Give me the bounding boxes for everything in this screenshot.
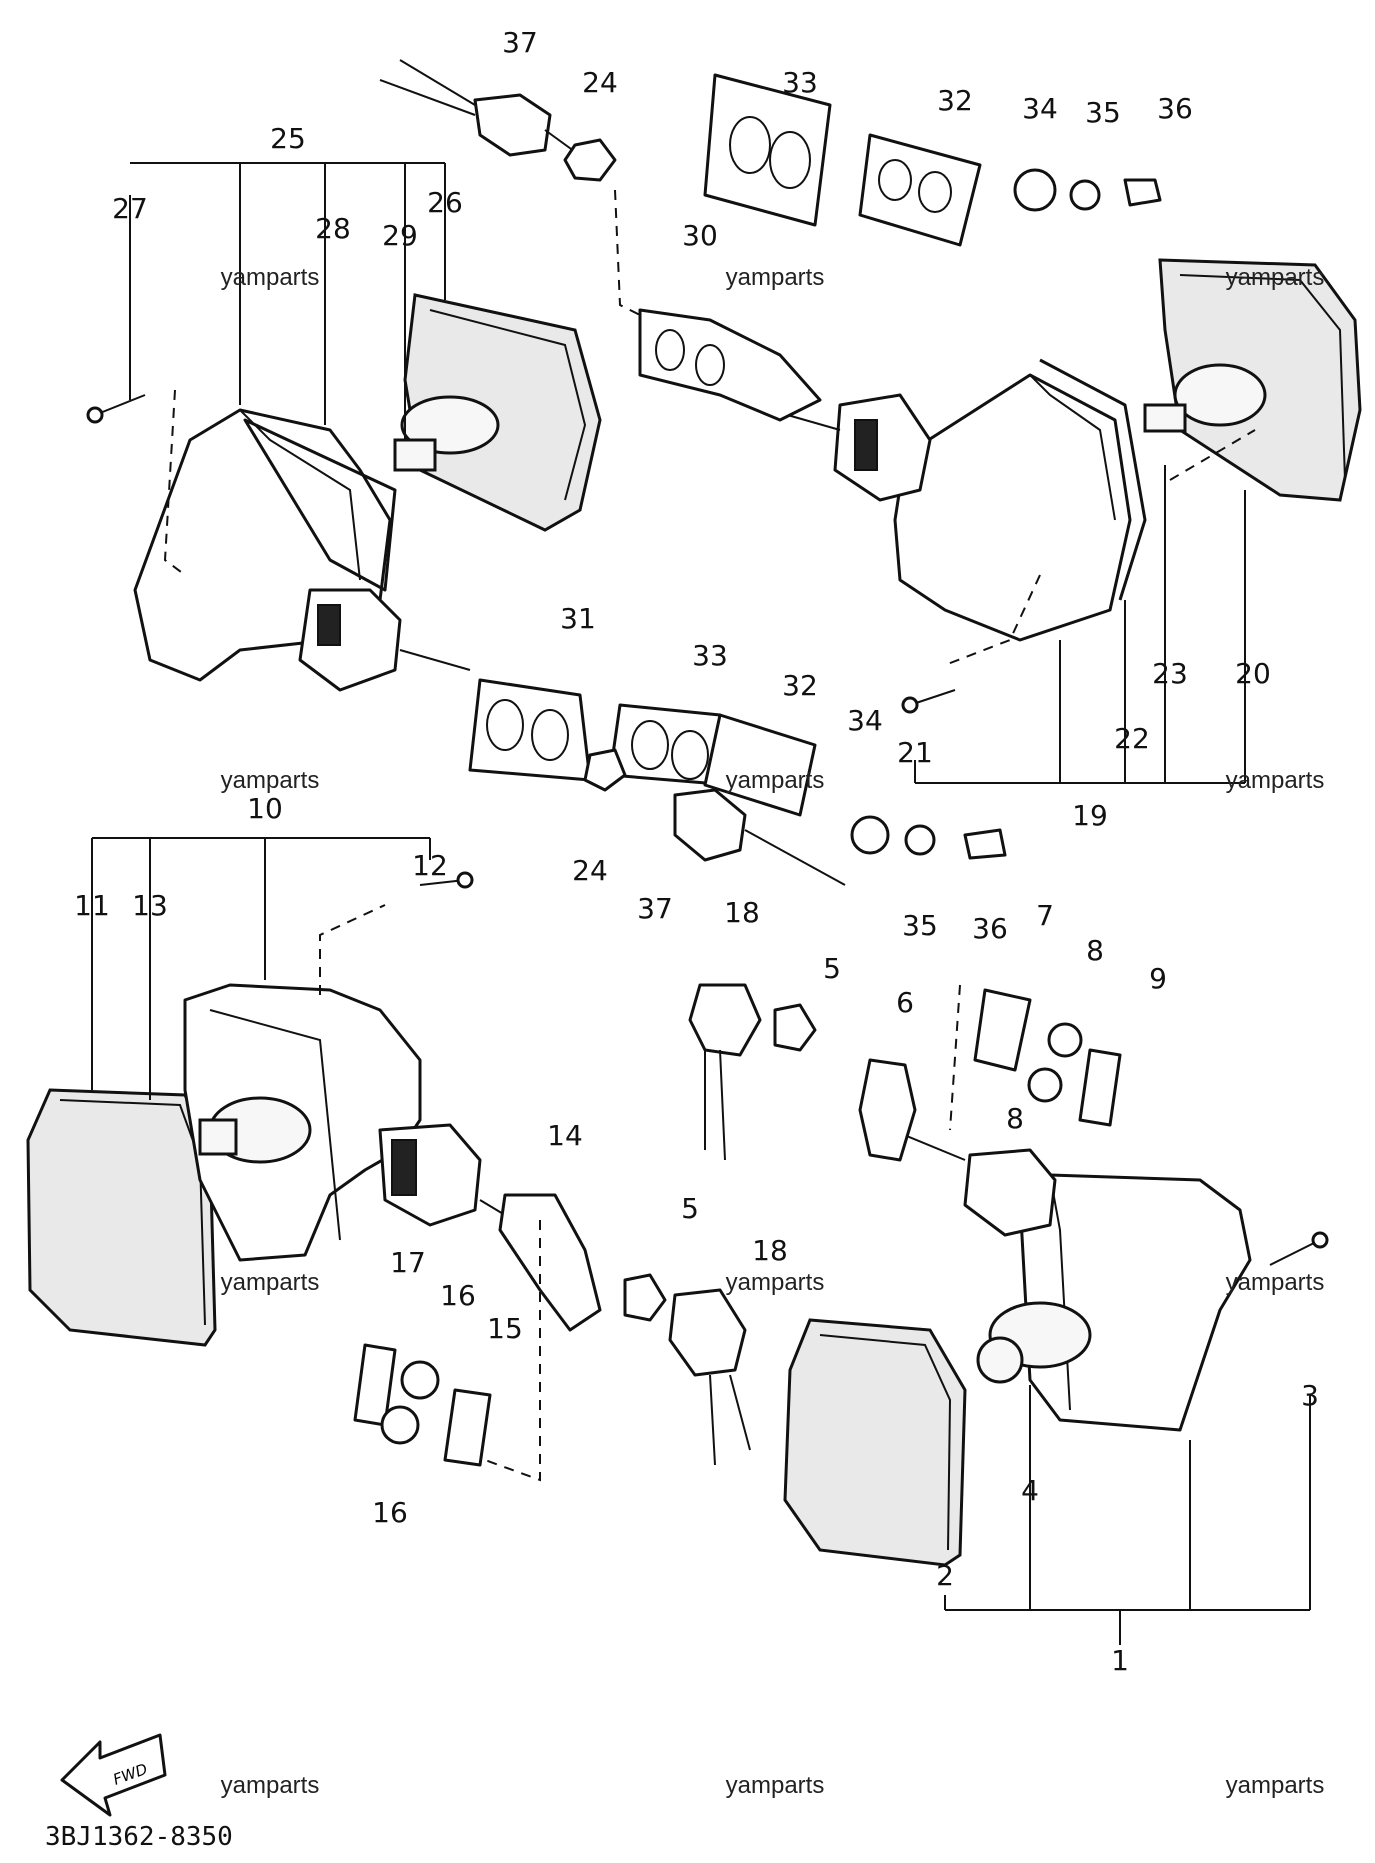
callout-3: 3 [1301,1379,1319,1412]
callout-20: 20 [1235,657,1271,690]
leader-lines [91,162,1311,1645]
callout-5b: 5 [681,1192,699,1225]
callout-31: 31 [560,602,596,635]
callout-15: 15 [487,1312,523,1345]
callout-34-mid: 34 [847,704,883,737]
callout-2: 2 [936,1559,954,1592]
callout-4: 4 [1021,1474,1039,1507]
callout-35-mid: 35 [902,909,938,942]
callout-30: 30 [682,219,718,252]
callout-19: 19 [1072,799,1108,832]
callout-13: 13 [132,889,168,922]
callout-32-mid: 32 [782,669,818,702]
watermark: yamparts [1226,1269,1325,1296]
watermark: yamparts [221,1269,320,1296]
callout-11: 11 [74,889,110,922]
watermark: yamparts [726,1269,825,1296]
callout-9: 9 [1149,962,1167,995]
watermark: yamparts [221,1772,320,1799]
callout-1: 1 [1111,1644,1129,1677]
callout-21: 21 [897,736,933,769]
watermark: yamparts [726,767,825,794]
callout-26: 26 [427,186,463,219]
watermark: yamparts [1226,264,1325,291]
callout-28: 28 [315,212,351,245]
watermark: yamparts [1226,767,1325,794]
callout-33-mid: 33 [692,639,728,672]
callout-14: 14 [547,1119,583,1152]
watermarks: yamparts yamparts yamparts yamparts yamp… [221,264,1325,1799]
callout-8b: 8 [1006,1102,1024,1135]
callout-17: 17 [390,1246,426,1279]
turn-signal-assembly-front-right [783,1124,1329,1567]
callout-18b: 18 [752,1234,788,1267]
callout-34: 34 [1022,92,1058,125]
diagram-code: 3BJ1362-8350 [45,1822,233,1852]
callout-23: 23 [1152,657,1188,690]
callout-36-mid: 36 [972,912,1008,945]
turn-signal-assembly-front-left [26,871,581,1347]
callout-37: 37 [502,26,538,59]
callout-8: 8 [1086,934,1104,967]
callout-35: 35 [1085,96,1121,129]
turn-signal-assembly-rear-right [769,258,1362,714]
watermark: yamparts [221,767,320,794]
callout-18: 18 [724,896,760,929]
callout-7: 7 [1036,899,1054,932]
callout-12: 12 [412,849,448,882]
watermark: yamparts [1226,1772,1325,1799]
watermark: yamparts [221,264,320,291]
turn-signal-assembly-rear-left [86,293,602,692]
callout-33: 33 [782,66,818,99]
callout-32: 32 [937,84,973,117]
callout-22: 22 [1114,722,1150,755]
watermark: yamparts [726,264,825,291]
callout-25: 25 [270,122,306,155]
forward-arrow-icon: FWD [60,1733,167,1817]
watermark: yamparts [726,1772,825,1799]
callout-24: 24 [582,66,618,99]
callout-labels: 37 24 33 32 34 35 36 25 27 28 29 26 30 3… [74,26,1319,1677]
callout-24-mid: 24 [572,854,608,887]
callout-16b: 16 [372,1496,408,1529]
callout-29: 29 [382,219,418,252]
callout-36: 36 [1157,92,1193,125]
callout-5: 5 [823,952,841,985]
callout-27: 27 [112,192,148,225]
callout-37-mid: 37 [637,892,673,925]
callout-6: 6 [896,986,914,1019]
small-parts: FWD [60,59,1162,1817]
callout-10: 10 [247,792,283,825]
callout-16: 16 [440,1279,476,1312]
